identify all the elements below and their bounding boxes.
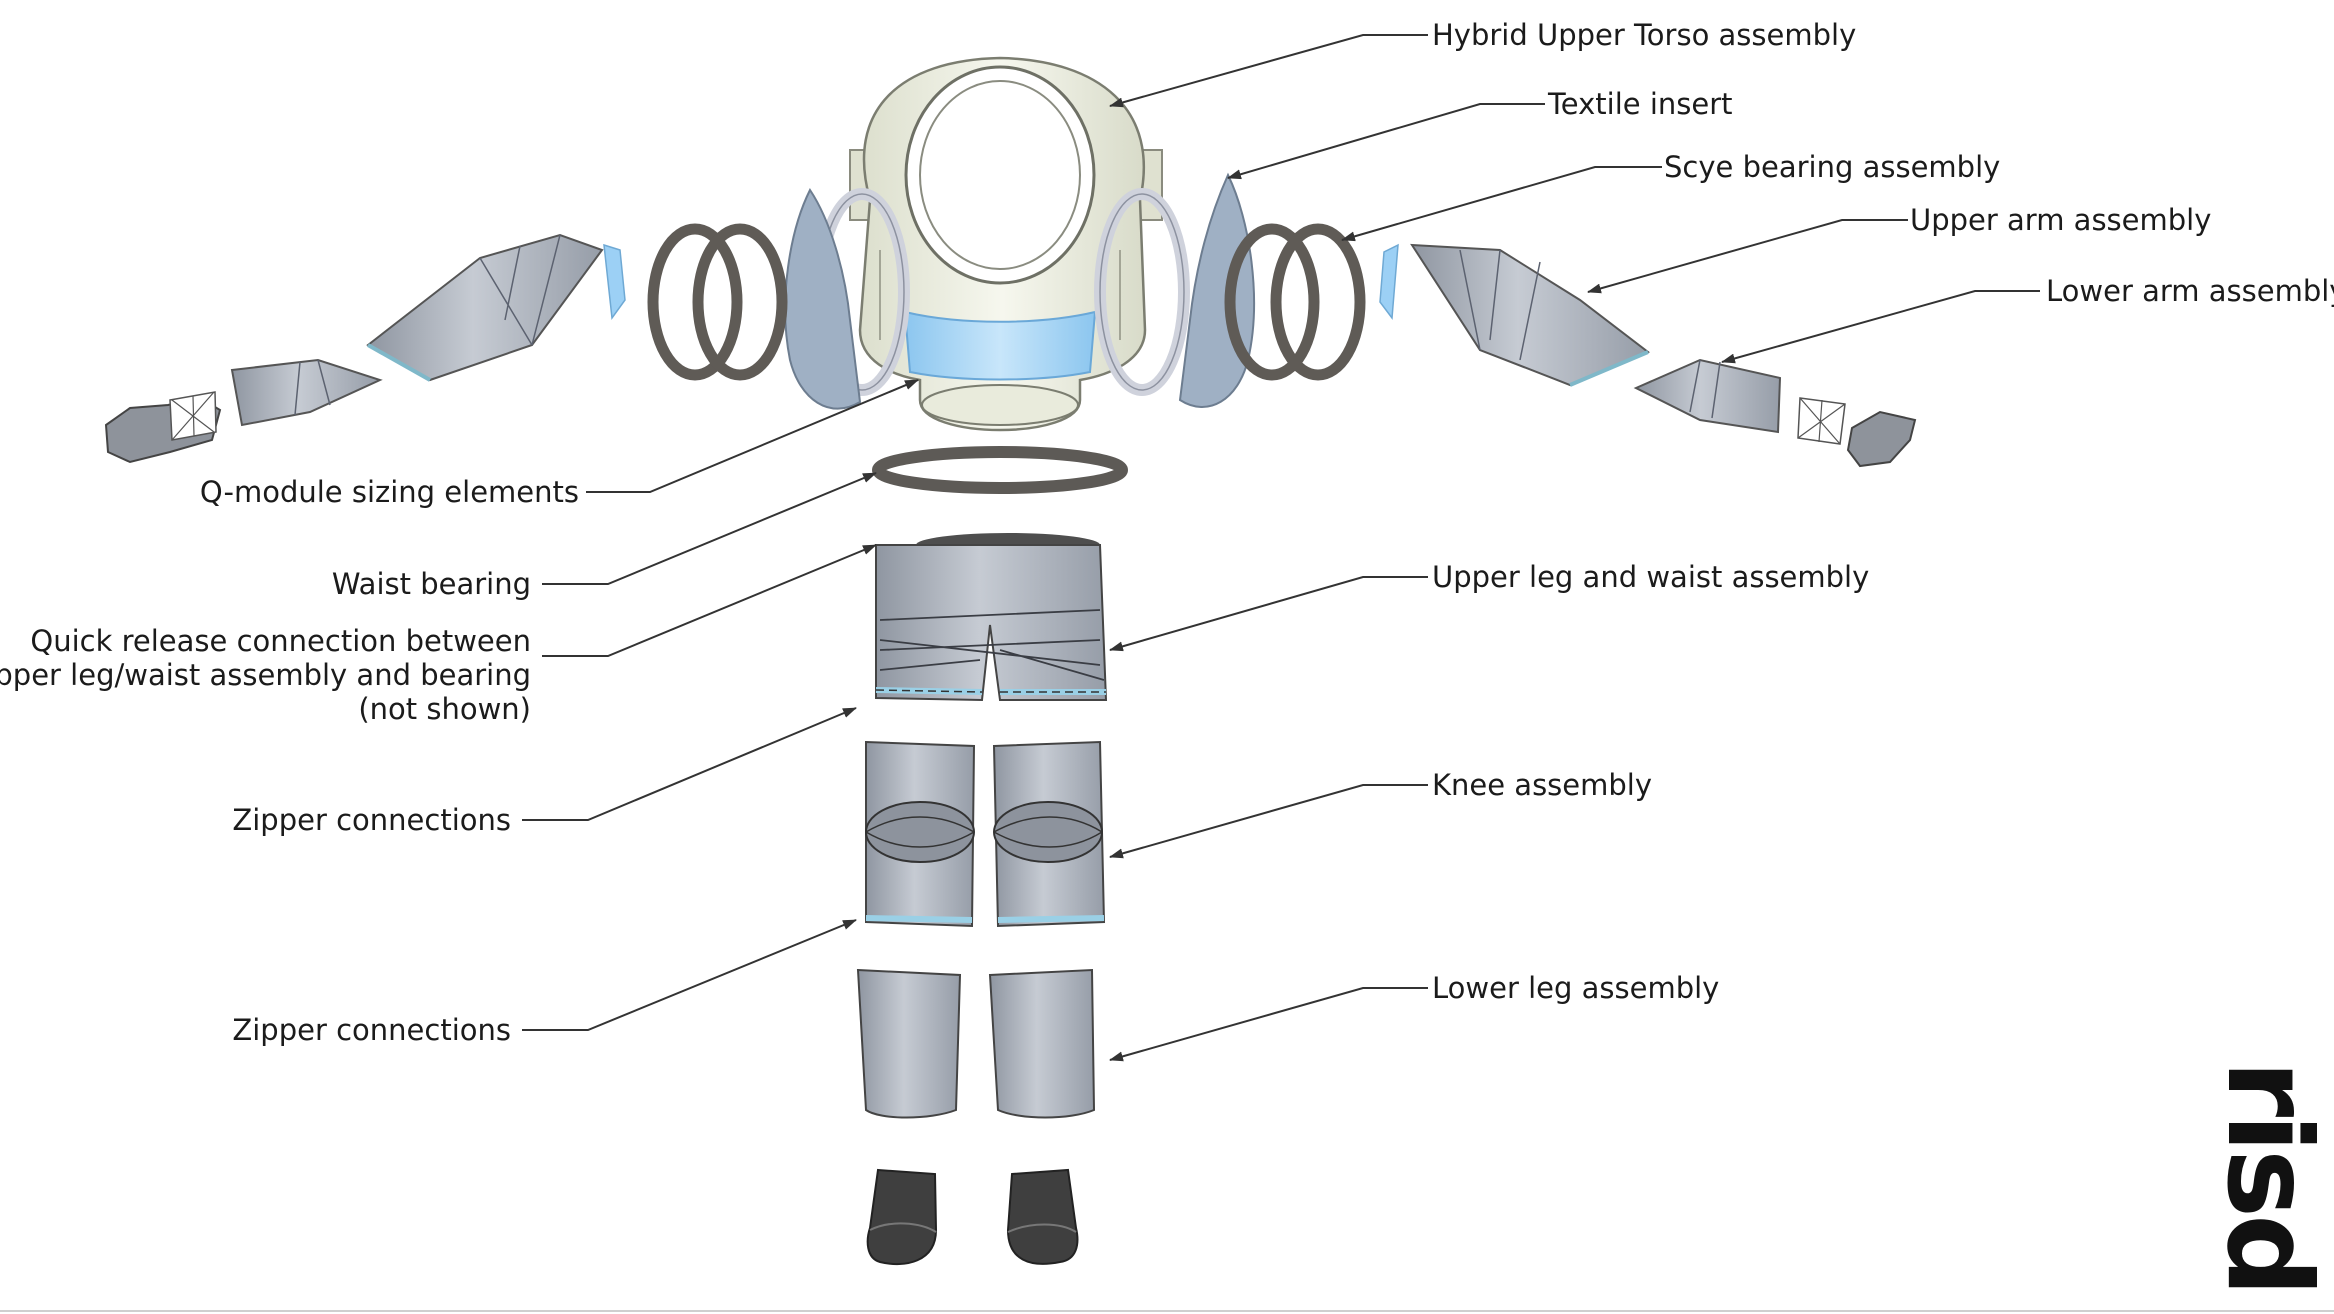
leader-zipper1 [522,707,857,821]
label-zipper-connections-1: Zipper connections [232,803,511,837]
glove-left [104,391,222,464]
glove-right [1797,397,1917,468]
label-textile-insert: Textile insert [1548,87,1733,121]
lower-leg-left [856,968,962,1119]
leader-quick-release [542,544,877,657]
arm-tab-left [603,243,626,321]
leader-upper-arm [1587,219,1908,294]
knee-assembly-left [865,740,976,928]
upper-arm-right [1410,243,1650,387]
label-quick-release: Quick release connection between upper l… [0,624,531,726]
leader-scye [1341,166,1662,242]
label-zipper-connections-2: Zipper connections [232,1013,511,1047]
risd-logo-text: risd [2201,1060,2334,1294]
label-qmodule: Q-module sizing elements [199,475,579,509]
waist-bearing [872,446,1128,494]
scye-ring-left-outer [647,223,788,381]
textile-insert-front [903,310,1097,381]
leader-waist-bearing [542,472,877,585]
leader-lower-leg [1109,987,1428,1062]
label-upper-leg-waist: Upper leg and waist assembly [1432,560,1870,594]
leader-upper-leg [1109,576,1428,652]
label-lower-leg: Lower leg assembly [1432,971,1720,1005]
risd-logo: risd [2201,1060,2334,1300]
bottom-divider [0,1310,2334,1312]
knee-assembly-right [992,740,1106,928]
label-knee-assembly: Knee assembly [1432,768,1653,802]
scye-ring-right-outer [1224,223,1366,381]
leader-lower-arm [1721,290,2040,364]
boot-right [1006,1168,1079,1265]
label-scye-bearing: Scye bearing assembly [1664,150,2001,184]
scye-bearing-inner-right [1094,188,1190,396]
label-lower-arm: Lower arm assembly [2046,274,2334,308]
label-hybrid-upper-torso: Hybrid Upper Torso assembly [1432,18,1857,52]
leader-knee [1109,784,1428,859]
leader-lines [522,34,2040,1062]
upper-leg-waist-assembly [875,533,1108,702]
leader-zipper2 [522,919,857,1031]
lower-arm-right [1633,358,1782,434]
textile-insert-right [1178,172,1256,408]
leader-textile [1227,103,1545,180]
label-waist-bearing: Waist bearing [331,567,531,601]
arm-tab-right [1379,243,1399,321]
hybrid-upper-torso [849,56,1163,432]
leader-hut [1109,34,1428,108]
upper-arm-left [366,233,604,382]
lower-leg-right [988,968,1096,1119]
label-upper-arm: Upper arm assembly [1910,203,2212,237]
leader-qmodule [586,379,919,493]
textile-insert-left [784,188,862,410]
boot-left [866,1168,938,1266]
lower-arm-left [230,358,383,427]
